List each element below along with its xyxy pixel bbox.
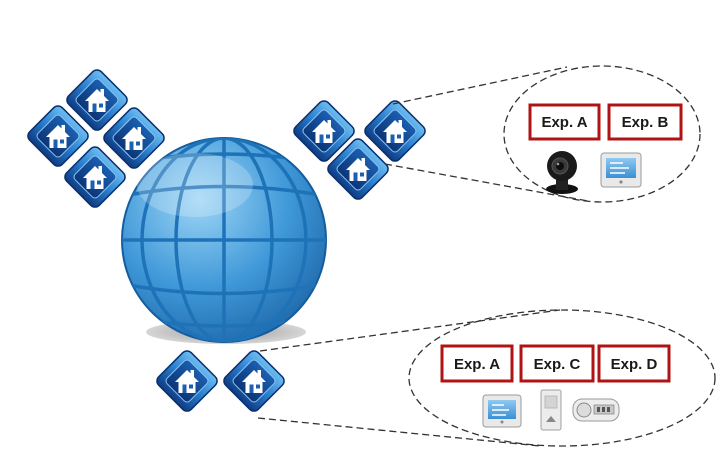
light-switch-icon [540,389,562,431]
experiment-label: Exp. A [454,356,500,373]
experiment-box [440,344,514,383]
globe-icon [121,137,327,343]
zoom-ellipse [503,65,701,203]
thermostat-icon [482,394,522,428]
top-right-house-cluster [290,97,429,203]
experiment-label: Exp. B [622,114,669,131]
bottom-zoom-callout: Exp. A Exp. C Exp. D [257,309,716,447]
power-meter-icon [572,398,620,422]
thermostat-icon [600,152,642,188]
camera-icon [546,151,578,194]
connector-line [257,417,541,447]
connector-line [392,66,568,105]
connector-line [259,309,561,352]
top-right-zoom-callout: Exp. A Exp. B [384,65,701,203]
experiment-box [597,344,671,383]
experiment-box [519,344,595,383]
connector-line [384,163,589,202]
house-icon [153,347,221,415]
experiment-box [528,103,601,141]
bottom-house-cluster [153,347,288,415]
experiment-label: Exp. A [541,114,587,131]
experiment-label: Exp. D [611,356,658,373]
experiment-label: Exp. C [534,356,581,373]
house-icon [220,347,288,415]
zoom-ellipse [408,309,716,447]
experiment-box [607,103,683,141]
